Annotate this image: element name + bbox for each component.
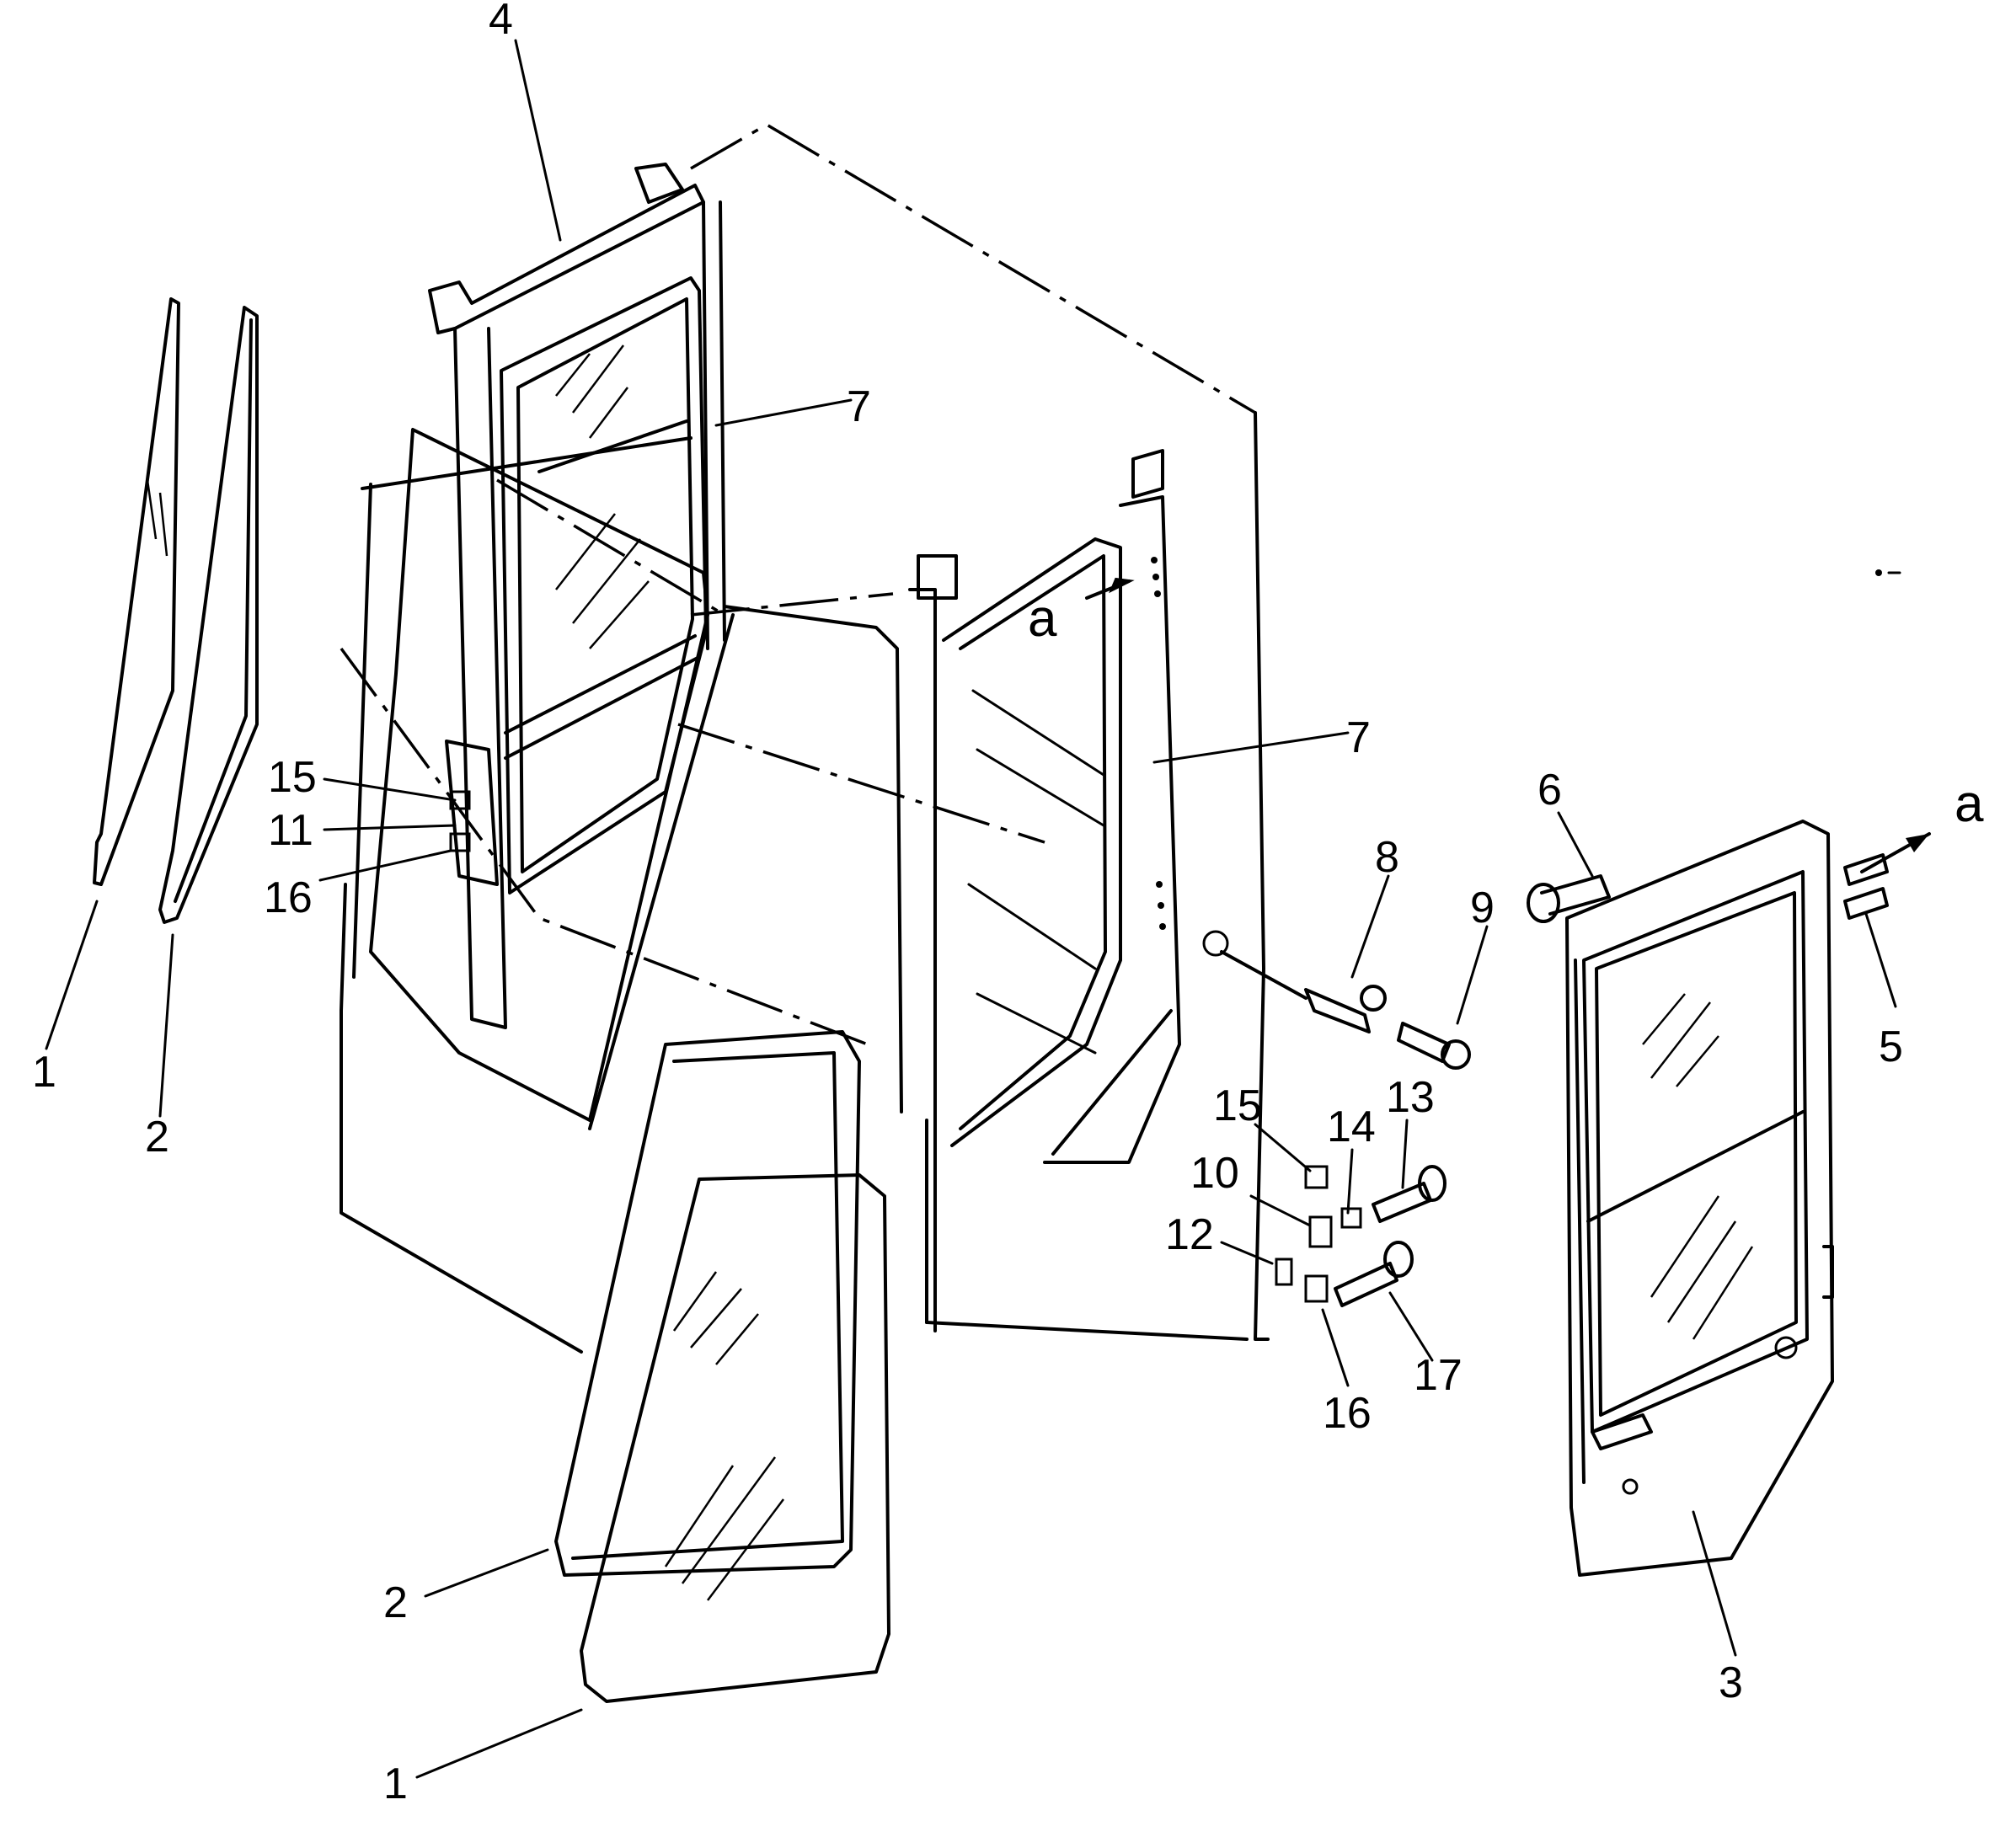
callout-6: 6 <box>1537 766 1562 814</box>
callout-15: 15 <box>268 753 317 802</box>
callout-5: 5 <box>1879 1023 1903 1071</box>
callout-a: a <box>1955 775 1984 833</box>
rear-glass-left <box>93 297 180 886</box>
callout-15: 15 <box>1213 1081 1262 1130</box>
bolt-6 <box>1527 874 1611 923</box>
callout-3: 3 <box>1719 1658 1743 1707</box>
callout-8: 8 <box>1375 833 1399 882</box>
callout-9: 9 <box>1470 884 1495 932</box>
leader-lines <box>45 39 1897 1779</box>
glass-bottom <box>580 1173 890 1703</box>
callout-4: 4 <box>489 0 513 44</box>
bolt-17 <box>1334 1241 1414 1307</box>
callout-7: 7 <box>1346 713 1371 762</box>
bolt-13 <box>1372 1165 1446 1223</box>
callout-1: 1 <box>383 1760 408 1808</box>
callout-14: 14 <box>1327 1103 1376 1151</box>
callout-2: 2 <box>145 1113 169 1161</box>
callout-13: 13 <box>1386 1073 1435 1122</box>
callout-labels: 4 7 7 a a 6 8 9 5 15 11 16 1 2 15 14 13 … <box>32 0 1984 1808</box>
rod-8 <box>1202 930 1387 1033</box>
weatherstrip-bottom <box>554 1030 861 1577</box>
striker-5 <box>1843 853 1889 920</box>
weatherstrip-left <box>158 306 259 924</box>
callout-1: 1 <box>32 1048 56 1097</box>
view-arrow-a <box>1085 577 1931 873</box>
callout-11: 11 <box>268 806 313 855</box>
latch-15-11-16 <box>1275 1165 1362 1303</box>
door-assembly <box>1565 820 1834 1577</box>
callout-16: 16 <box>264 873 313 922</box>
callout-7: 7 <box>847 382 871 431</box>
stray-marks <box>1875 569 1901 576</box>
callout-17: 17 <box>1414 1351 1463 1400</box>
callout-16: 16 <box>1323 1389 1372 1438</box>
bolt-9 <box>1397 1022 1471 1070</box>
cab-body <box>340 122 1270 1354</box>
callout-a: a <box>1028 590 1057 648</box>
callout-2: 2 <box>383 1578 408 1627</box>
front-frame-assembly <box>428 163 726 1029</box>
callout-12: 12 <box>1165 1210 1214 1259</box>
callout-10: 10 <box>1190 1149 1239 1198</box>
